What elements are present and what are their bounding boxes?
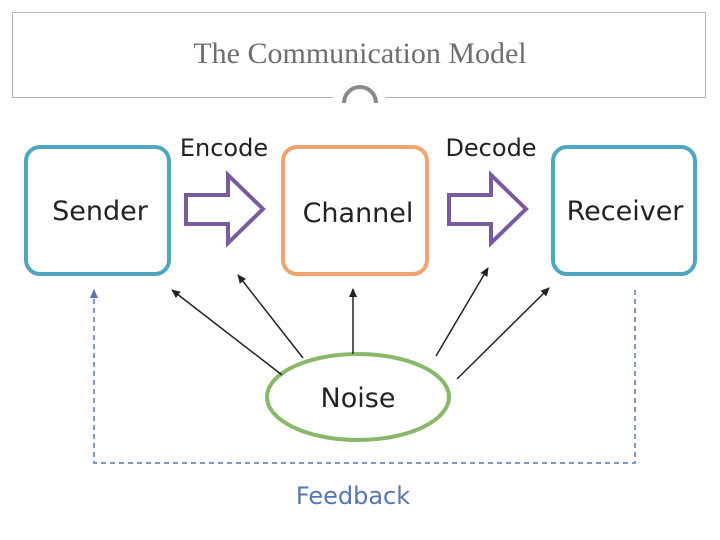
feedback-loop [90, 289, 636, 464]
encode-arrow-icon [184, 170, 266, 248]
feedback-label: Feedback [296, 482, 410, 510]
encode-label: Encode [180, 134, 268, 162]
noise-to-sender-arrow [171, 289, 283, 376]
sender-box [24, 145, 171, 276]
sender-label: Sender [52, 196, 149, 227]
slide-title: The Communication Model [193, 37, 527, 70]
noise-to-channel-left-arrow [237, 274, 304, 359]
receiver-label: Receiver [567, 196, 685, 227]
noise-ellipse [265, 352, 451, 442]
decode-label: Decode [445, 134, 536, 162]
channel-box [281, 145, 429, 276]
channel-label: Channel [303, 198, 414, 229]
decode-arrow-icon [447, 170, 529, 248]
title-knob-icon [342, 85, 378, 104]
noise-to-channel-right-arrow [435, 267, 489, 357]
noise-to-receiver-arrow [456, 287, 550, 380]
title-frame [12, 12, 706, 98]
title-frame-gap [333, 94, 385, 104]
receiver-box [551, 145, 697, 276]
noise-label: Noise [321, 383, 396, 414]
